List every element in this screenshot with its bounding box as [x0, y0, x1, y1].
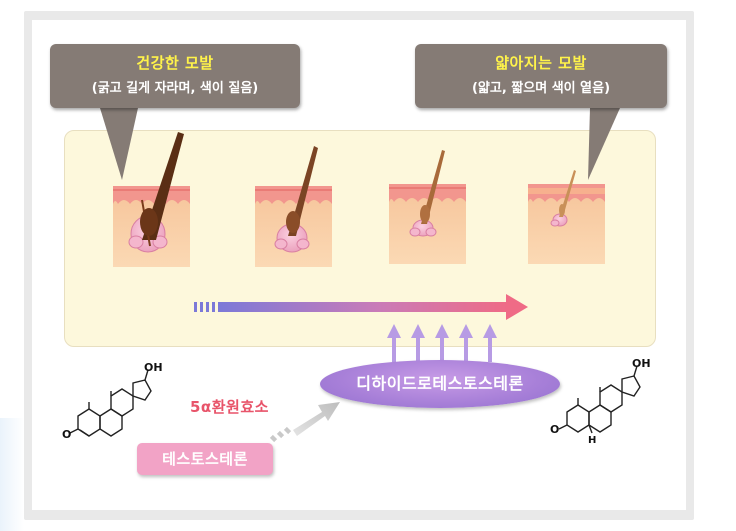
callout-healthy-hair: 건강한 모발 (굵고 길게 자라며, 색이 짙음) [50, 44, 300, 108]
molecule-left-o: O [62, 428, 71, 441]
hair-stage-3 [389, 150, 466, 264]
testosterone-badge: 테스토스테론 [137, 443, 273, 475]
callout-thinning-subtitle: (얇고, 짧으며 색이 옅음) [471, 81, 611, 96]
molecule-right-o: O [550, 423, 559, 436]
dht-up-arrows [387, 324, 497, 362]
molecule-dht [558, 365, 641, 434]
callout-tail-thinning [588, 108, 620, 180]
molecule-right-h: H [588, 435, 596, 446]
hair-stage-4 [528, 170, 605, 264]
callout-healthy-title: 건강한 모발 [136, 54, 214, 72]
molecule-testosterone [69, 369, 152, 437]
callout-healthy-subtitle: (굵고 길게 자라며, 색이 짙음) [91, 81, 259, 96]
molecule-left-oh: OH [144, 361, 163, 374]
callout-tail-healthy [100, 108, 138, 180]
progression-arrow [194, 294, 528, 320]
molecule-right-oh: OH [632, 357, 651, 370]
enzyme-label: 5α환원효소 [190, 398, 269, 416]
callout-thinning-title: 얇아지는 모발 [495, 54, 587, 72]
hair-stage-1 [113, 132, 190, 267]
hair-stage-2 [255, 146, 332, 267]
conversion-arrow [269, 402, 340, 443]
callout-thinning-hair: 얇아지는 모발 (얇고, 짧으며 색이 옅음) [415, 44, 667, 108]
dht-badge: 디하이드로테스토스테론 [320, 360, 560, 408]
left-edge-tint [0, 418, 24, 531]
